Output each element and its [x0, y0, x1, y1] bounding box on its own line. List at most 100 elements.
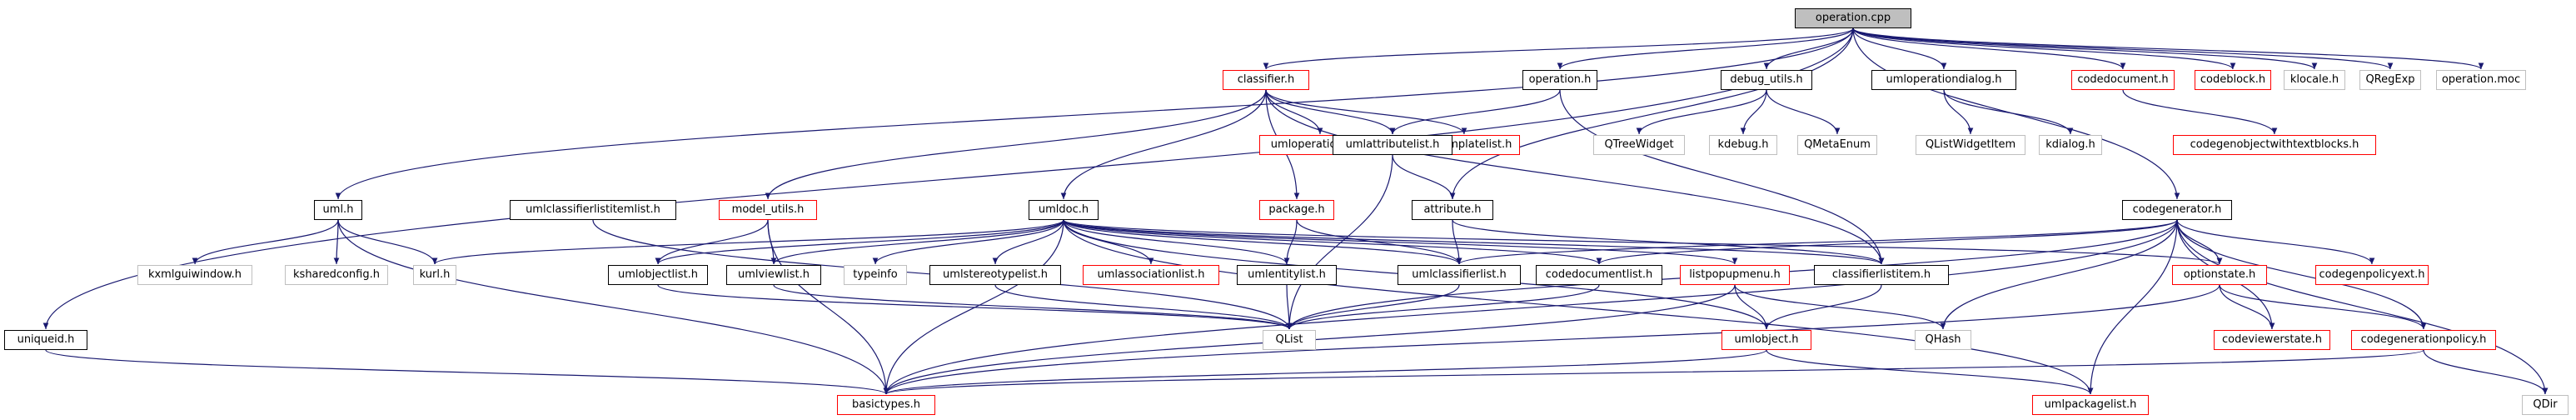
- node-attribute-h[interactable]: attribute.h: [1412, 200, 1493, 220]
- node-uniqueid[interactable]: uniqueid.h: [4, 330, 87, 350]
- edge-debug-utils-to-qmetaenum: [1766, 89, 1841, 135]
- edge-uml-h-to-basictypes: [337, 219, 889, 395]
- node-kxmlguiwindow: kxmlguiwindow.h: [137, 265, 252, 285]
- edge-codegenerator-to-umlclassifierlist: [1456, 219, 2178, 265]
- edge-root-to-klocale: [1852, 28, 2318, 70]
- node-kurl: kurl.h: [413, 265, 456, 285]
- edge-model-utils-to-basictypes: [767, 219, 889, 395]
- node-qtreewidget: QTreeWidget: [1593, 135, 1685, 155]
- edge-root-to-operation-h: [1557, 28, 1854, 70]
- node-umlentitylist[interactable]: umlentitylist.h: [1237, 265, 1337, 285]
- node-typeinfo: typeinfo: [844, 265, 907, 285]
- edge-attribute-h-to-classifierlistitem: [1452, 219, 1885, 265]
- edge-umldoc-to-listpopupmenu: [1063, 219, 1738, 265]
- node-umlpackagelist[interactable]: umlpackagelist.h: [2032, 395, 2149, 415]
- node-codeviewerstate[interactable]: codeviewerstate.h: [2214, 330, 2330, 350]
- edge-classifier-to-model-utils: [765, 89, 1267, 200]
- edge-codegenerationpolicy-to-basictypes: [884, 349, 2424, 395]
- edge-umldoc-to-umlpackagelist: [1063, 219, 2094, 395]
- node-classifierlistitem[interactable]: classifierlistitem.h: [1814, 265, 1949, 285]
- edge-root-to-uml-h: [335, 28, 1854, 200]
- edge-uml-h-to-ksharedconfig: [333, 219, 340, 265]
- edge-umloperationdialog-to-qlistwidgetitem: [1943, 89, 1974, 135]
- edge-uml-h-to-kxmlguiwindow: [192, 219, 339, 265]
- edge-classifier-to-umloperationlist: [1265, 89, 1323, 135]
- edge-umldoc-to-codedocumentlist: [1063, 219, 1602, 265]
- edge-umlclassifierlist-to-qlist: [1286, 284, 1460, 330]
- edge-umldoc-to-umlclassifierlist: [1063, 219, 1462, 265]
- node-codegenerator[interactable]: codegenerator.h: [2122, 200, 2232, 220]
- node-kdialog: kdialog.h: [2039, 135, 2102, 155]
- edge-codegenerator-to-qdir: [2176, 219, 2549, 395]
- edge-umlobject-to-umlpackagelist: [1766, 349, 2094, 395]
- node-operation-h[interactable]: operation.h: [1522, 70, 1597, 90]
- node-qlist: QList: [1263, 330, 1316, 350]
- edge-umldoc-to-umlviewlist: [770, 219, 1064, 265]
- node-umlassociationlist[interactable]: umlassociationlist.h: [1083, 265, 1219, 285]
- edge-root-to-classifier: [1263, 28, 1854, 70]
- node-uml-h[interactable]: uml.h: [314, 200, 362, 220]
- node-classifier[interactable]: classifier.h: [1223, 70, 1309, 90]
- node-umlobject[interactable]: umlobject.h: [1721, 330, 1811, 350]
- node-umldoc[interactable]: umldoc.h: [1029, 200, 1099, 220]
- node-umlclassifierlist[interactable]: umlclassifierlist.h: [1398, 265, 1521, 285]
- edge-root-to-codeblock: [1852, 28, 2236, 70]
- edge-root-to-qregexp: [1852, 28, 2394, 70]
- node-umlviewlist[interactable]: umlviewlist.h: [726, 265, 821, 285]
- node-codedocumentlist[interactable]: codedocumentlist.h: [1536, 265, 1662, 285]
- edge-operation-h-to-umlattributelist: [1389, 89, 1561, 135]
- edge-umloperationdialog-to-kdialog: [1943, 89, 2074, 135]
- edge-classifier-to-classifierlistitem: [1265, 89, 1885, 265]
- edge-model-utils-to-umlobjectlist: [655, 219, 769, 265]
- edge-codegenerator-to-basictypes: [883, 219, 2178, 395]
- node-operation-moc: operation.moc: [2436, 70, 2526, 90]
- node-umlstereotypelist[interactable]: umlstereotypelist.h: [929, 265, 1061, 285]
- node-basictypes[interactable]: basictypes.h: [837, 395, 935, 415]
- edge-root-to-umloperationdialog: [1852, 28, 1947, 70]
- edge-classifier-to-umldoc: [1060, 89, 1267, 200]
- node-debug-utils[interactable]: debug_utils.h: [1721, 70, 1812, 90]
- edge-root-to-codedocument: [1852, 28, 2126, 70]
- edge-umldoc-to-optionstate: [1063, 219, 2222, 265]
- node-codedocument[interactable]: codedocument.h: [2071, 70, 2175, 90]
- node-kdebug: kdebug.h: [1709, 135, 1777, 155]
- node-root[interactable]: operation.cpp: [1795, 8, 1911, 28]
- edge-listpopupmenu-to-qhash: [1734, 284, 1946, 330]
- edge-umldoc-to-typeinfo: [872, 219, 1064, 265]
- edge-optionstate-to-codegenerationpolicy: [2219, 284, 2427, 330]
- edge-package-h-to-umlentitylist: [1283, 219, 1298, 265]
- edge-umldoc-to-kurl: [431, 219, 1064, 265]
- edge-umldoc-to-classifierlistitem: [1063, 219, 1885, 265]
- node-listpopupmenu[interactable]: listpopupmenu.h: [1680, 265, 1790, 285]
- edge-root-to-attribute-h: [1449, 28, 1854, 200]
- node-optionstate[interactable]: optionstate.h: [2172, 265, 2267, 285]
- node-umlclassifierlistitemlist[interactable]: umlclassifierlistitemlist.h: [510, 200, 676, 220]
- edge-root-to-operation-moc: [1852, 28, 2484, 70]
- node-codeblock[interactable]: codeblock.h: [2195, 70, 2271, 90]
- edge-umlobject-to-basictypes: [883, 349, 1767, 395]
- node-umloperationdialog[interactable]: umloperationdialog.h: [1871, 70, 2016, 90]
- edge-codegenerator-to-qhash: [1940, 219, 2178, 330]
- edge-classifier-to-umltemplatelist: [1265, 89, 1467, 135]
- node-package-h[interactable]: package.h: [1259, 200, 1334, 220]
- node-umlattributelist[interactable]: umlattributelist.h: [1333, 135, 1452, 155]
- edge-codedocument-to-codegenobjectwithtextblocks: [2122, 89, 2278, 135]
- edge-optionstate-to-codeviewerstate: [2219, 284, 2275, 330]
- node-qhash: QHash: [1915, 330, 1971, 350]
- edge-umlstereotypelist-to-qlist: [994, 284, 1293, 330]
- node-umlobjectlist[interactable]: umlobjectlist.h: [608, 265, 708, 285]
- edge-umlobjectlist-to-qlist: [657, 284, 1293, 330]
- edge-codegenerationpolicy-to-qdir: [2423, 349, 2549, 395]
- edge-codegenerator-to-codedocumentlist: [1596, 219, 2178, 265]
- node-codegenpolicyext[interactable]: codegenpolicyext.h: [2315, 265, 2429, 285]
- node-model-utils[interactable]: model_utils.h: [719, 200, 817, 220]
- edge-codedocumentlist-to-qlist: [1286, 284, 1600, 330]
- node-codegenerationpolicy[interactable]: codegenerationpolicy.h: [2351, 330, 2496, 350]
- node-codegenobjectwithtextblocks[interactable]: codegenobjectwithtextblocks.h: [2173, 135, 2376, 155]
- edge-package-h-to-umlclassifierlist: [1296, 219, 1462, 265]
- edge-umlviewlist-to-qlist: [773, 284, 1293, 330]
- edge-classifierlistitem-to-umlobject: [1763, 284, 1882, 330]
- node-qlistwidgetitem: QListWidgetItem: [1916, 135, 2025, 155]
- edge-classifier-to-umlattributelist: [1265, 89, 1396, 135]
